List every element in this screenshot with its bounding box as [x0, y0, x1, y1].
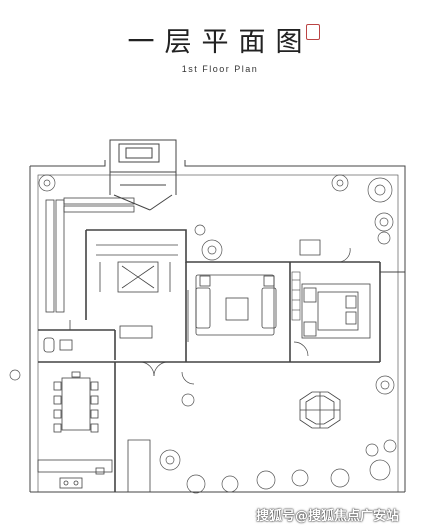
- pavilion: [299, 391, 341, 429]
- bedroom-bed: [301, 283, 371, 339]
- left-path-blocks: [45, 197, 135, 313]
- staircase: [96, 244, 178, 293]
- seal-stamp: [306, 24, 320, 40]
- plan-title: 一层平面图: [127, 27, 313, 58]
- living-room-sofa-set: [187, 274, 277, 342]
- doors: [139, 247, 351, 385]
- bathroom-fixtures: [43, 320, 73, 353]
- kitchen-counter: [37, 459, 113, 489]
- dining-table: [53, 371, 99, 433]
- house-walls: [38, 229, 381, 492]
- garden-lamp: [299, 239, 321, 256]
- plants: [9, 174, 397, 494]
- hall-cabinet: [119, 325, 153, 339]
- watermark-text: 搜狐号@搜狐焦点广安站: [256, 509, 400, 524]
- garden-ramp: [127, 439, 151, 493]
- plan-subtitle: 1st Floor Plan: [181, 64, 259, 74]
- curtain-wall: [291, 271, 301, 321]
- outer-boundary: [29, 160, 406, 493]
- entrance-steps: [109, 139, 177, 211]
